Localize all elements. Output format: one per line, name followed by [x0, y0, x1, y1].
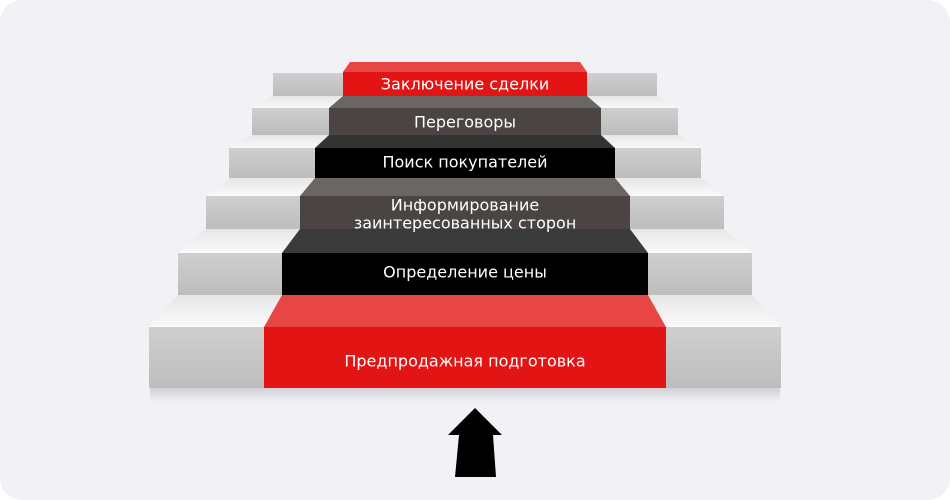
- step-label: Поиск покупателей: [382, 153, 547, 172]
- step-stakeholder-informing: Информирование заинтересованных сторон: [206, 178, 724, 233]
- step-label: Переговоры: [414, 113, 516, 132]
- step-label: Определение цены: [383, 263, 547, 282]
- step-negotiations: Переговоры: [252, 96, 678, 135]
- step-price-setting: Определение цены: [178, 229, 752, 295]
- step-deal-closing: Заключение сделки: [273, 62, 657, 96]
- step-presale-preparation: Предпродажная подготовка: [149, 295, 781, 388]
- step-buyer-search: Поиск покупателей: [229, 135, 701, 178]
- arrow-up-icon: [448, 408, 502, 477]
- step-label-line2: заинтересованных сторон: [354, 214, 577, 233]
- step-label-line1: Информирование: [391, 196, 539, 215]
- step-label: Предпродажная подготовка: [344, 352, 585, 371]
- floor-shadow: [150, 388, 780, 402]
- step-label: Заключение сделки: [381, 75, 550, 94]
